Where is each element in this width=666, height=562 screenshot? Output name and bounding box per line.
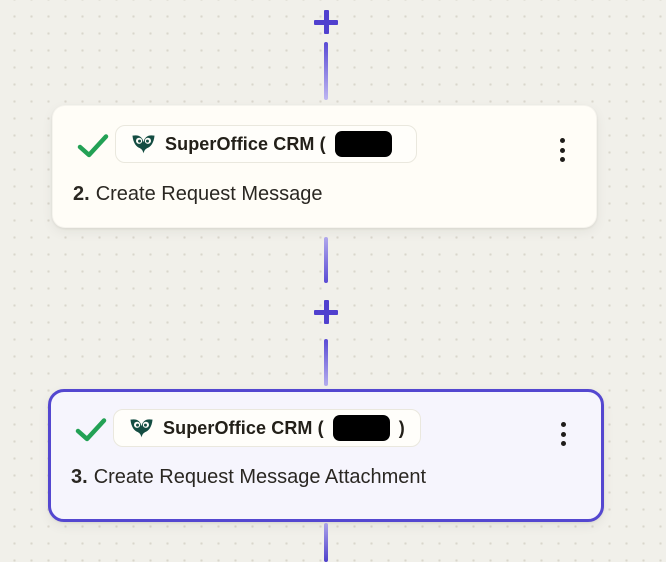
app-name-label: SuperOffice CRM (	[165, 133, 326, 154]
redacted-account-name	[332, 415, 390, 441]
step-connector-line	[324, 42, 328, 100]
step-card-3-selected[interactable]: SuperOffice CRM ( ) 3.Create Request Mes…	[48, 389, 604, 522]
kebab-menu-icon	[560, 422, 566, 427]
superoffice-owl-icon	[130, 418, 153, 437]
step-number: 2.	[73, 183, 90, 205]
plus-icon	[323, 10, 329, 34]
app-name-label: SuperOffice CRM (	[163, 417, 324, 438]
step-title: 3.Create Request Message Attachment	[71, 466, 426, 489]
redacted-account-name	[334, 131, 392, 157]
app-badge: SuperOffice CRM ( )	[113, 409, 421, 447]
step-number: 3.	[71, 466, 88, 488]
step-connector-line	[324, 339, 328, 386]
add-step-button[interactable]	[313, 299, 339, 325]
app-name-suffix: )	[398, 417, 405, 438]
kebab-menu-icon	[560, 431, 566, 437]
step-title: 2.Create Request Message	[73, 183, 322, 206]
app-badge: SuperOffice CRM (	[115, 125, 417, 163]
step-menu-button[interactable]	[556, 131, 568, 169]
checkmark-icon	[75, 418, 107, 442]
kebab-menu-icon	[559, 147, 565, 153]
kebab-menu-icon	[560, 441, 566, 446]
step-connector-line	[324, 523, 328, 562]
superoffice-owl-icon	[132, 134, 155, 153]
step-title-text: Create Request Message Attachment	[93, 466, 427, 488]
step-card-2[interactable]: SuperOffice CRM ( 2.Create Request Messa…	[52, 105, 597, 228]
checkmark-icon	[77, 134, 109, 158]
add-step-button[interactable]	[313, 9, 339, 35]
kebab-menu-icon	[559, 157, 565, 162]
step-title-text: Create Request Message	[95, 183, 323, 205]
kebab-menu-icon	[559, 138, 565, 143]
step-menu-button[interactable]	[557, 415, 569, 453]
plus-icon	[323, 300, 329, 324]
step-connector-line	[324, 237, 328, 283]
